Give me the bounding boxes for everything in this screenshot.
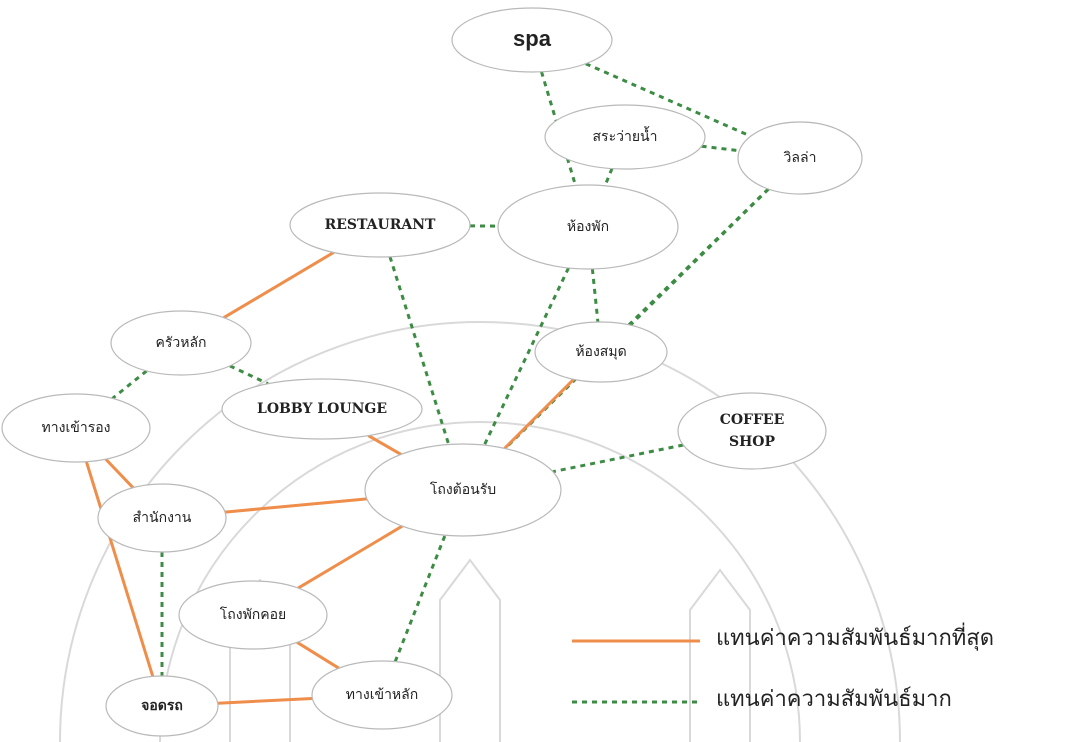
- node-label: สำนักงาน: [133, 510, 192, 526]
- edge-kitchen-lobby-lounge: [229, 364, 269, 386]
- node-label: โถงพักคอย: [220, 606, 287, 623]
- node-ellipse: [97, 483, 227, 553]
- edge-pool-villa: [701, 144, 740, 153]
- node-ellipse: [364, 443, 562, 537]
- node-office: สำนักงาน: [97, 483, 227, 553]
- node-side-entrance: ทางเข้ารอง: [1, 393, 151, 463]
- node-ellipse: [534, 321, 668, 383]
- node-ellipse: [497, 184, 679, 270]
- nodes-layer: spa สระว่ายน้ำวิลล่า RESTAURANT ห้องพักครัว…: [1, 7, 863, 737]
- node-label: COFFEE: [720, 412, 785, 428]
- legend-label-high: แทนค่าความสัมพันธ์มาก: [716, 687, 952, 712]
- edge-spa-villa: [585, 62, 752, 138]
- node-main-entrance: ทางเข้าหลัก: [311, 660, 453, 730]
- node-villa: วิลล่า: [737, 121, 863, 195]
- edge-main-entrance-parking: [217, 697, 313, 705]
- node-ellipse: [221, 378, 423, 440]
- edge-restaurant-kitchen: [222, 251, 335, 319]
- node-waiting-hall: โถงพักคอย: [178, 580, 328, 650]
- edge-pool-room: [603, 168, 614, 187]
- node-ellipse: [737, 121, 863, 195]
- edge-side-entrance-office: [104, 458, 135, 489]
- node-label: SHOP: [729, 434, 776, 450]
- node-label: สระว่ายน้ำ: [593, 126, 658, 145]
- node-ellipse: [178, 580, 328, 650]
- node-ellipse: [544, 104, 706, 170]
- node-ellipse: [110, 310, 252, 376]
- edge-main-entrance-reception: [393, 534, 447, 663]
- edge-kitchen-side-entrance: [111, 369, 148, 400]
- node-label: วิลล่า: [783, 150, 816, 166]
- edge-lobby-lounge-reception: [367, 434, 402, 456]
- node-label: จอดรถ: [141, 698, 183, 714]
- node-label: โถงต้อนรับ: [430, 481, 496, 498]
- node-reception: โถงต้อนรับ: [364, 443, 562, 537]
- legend: แทนค่าความสัมพันธ์มากที่สุด แทนค่าความสั…: [572, 622, 994, 712]
- node-label: ครัวหลัก: [155, 335, 206, 351]
- node-coffee-shop: COFFEE SHOP: [677, 392, 827, 470]
- edge-library-reception: [503, 378, 575, 450]
- node-spa: spa: [451, 7, 613, 73]
- node-label: ห้องสมุด: [575, 344, 626, 360]
- node-label: ทางเข้าหลัก: [346, 687, 418, 703]
- node-pool: สระว่ายน้ำ: [544, 104, 706, 170]
- node-ellipse: [451, 7, 613, 73]
- edge-room-library: [590, 268, 600, 323]
- node-parking: จอดรถ: [105, 675, 219, 737]
- edges-layer: [84, 62, 770, 705]
- edge-coffee-shop-reception: [552, 443, 684, 474]
- edge-waiting-hall-reception: [297, 524, 404, 590]
- edge-room-reception: [482, 267, 570, 446]
- node-ellipse: [105, 675, 219, 737]
- node-label: ทางเข้ารอง: [42, 420, 111, 436]
- legend-label-highest: แทนค่าความสัมพันธ์มากที่สุด: [716, 622, 994, 651]
- node-ellipse: [677, 392, 827, 470]
- node-label: ห้องพัก: [567, 219, 609, 235]
- node-lobby-lounge: LOBBY LOUNGE: [221, 378, 423, 440]
- edge-restaurant-reception: [388, 256, 451, 445]
- node-ellipse: [311, 660, 453, 730]
- node-ellipse: [1, 393, 151, 463]
- node-label: LOBBY LOUNGE: [257, 401, 387, 417]
- edge-villa-library: [627, 187, 770, 326]
- node-library: ห้องสมุด: [534, 321, 668, 383]
- node-restaurant: RESTAURANT: [289, 192, 471, 258]
- node-label: spa: [513, 26, 552, 51]
- edge-side-entrance-parking: [84, 461, 155, 677]
- edge-office-reception: [224, 497, 368, 514]
- node-label: RESTAURANT: [325, 217, 436, 233]
- node-kitchen: ครัวหลัก: [110, 310, 252, 376]
- node-ellipse: [289, 192, 471, 258]
- node-room: ห้องพัก: [497, 184, 679, 270]
- edge-waiting-hall-main-entrance: [296, 641, 340, 670]
